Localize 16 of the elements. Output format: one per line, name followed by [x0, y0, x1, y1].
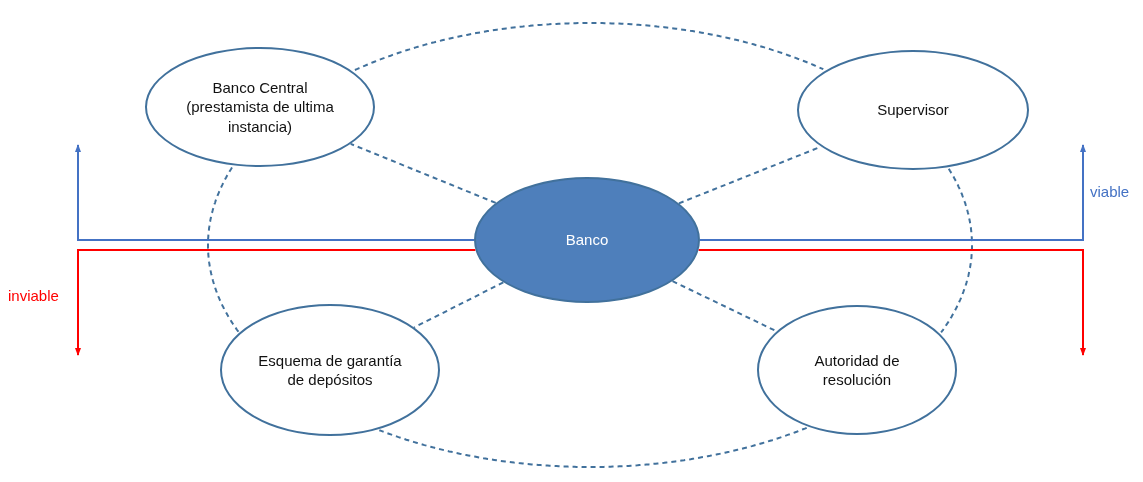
dashed-connector: [671, 280, 778, 333]
dashed-connector: [378, 426, 808, 468]
node-label: Autoridad de resolución: [813, 350, 901, 390]
node-label: Supervisor: [877, 100, 949, 120]
dashed-connector: [940, 167, 973, 334]
node-label: Banco Central (prestamista de ultima instancia): [185, 77, 335, 137]
arrow: [75, 144, 475, 241]
dashed-connector: [349, 142, 497, 204]
arrow: [699, 144, 1086, 241]
node-label: Banco: [565, 230, 609, 250]
dashed-connector: [207, 165, 240, 333]
dashed-connector: [353, 22, 825, 71]
node-label: Esquema de garantía de depósitos: [257, 350, 403, 390]
edge-label: inviable: [8, 287, 59, 304]
dashed-connector: [413, 281, 505, 329]
edge-label: viable: [1090, 183, 1130, 200]
